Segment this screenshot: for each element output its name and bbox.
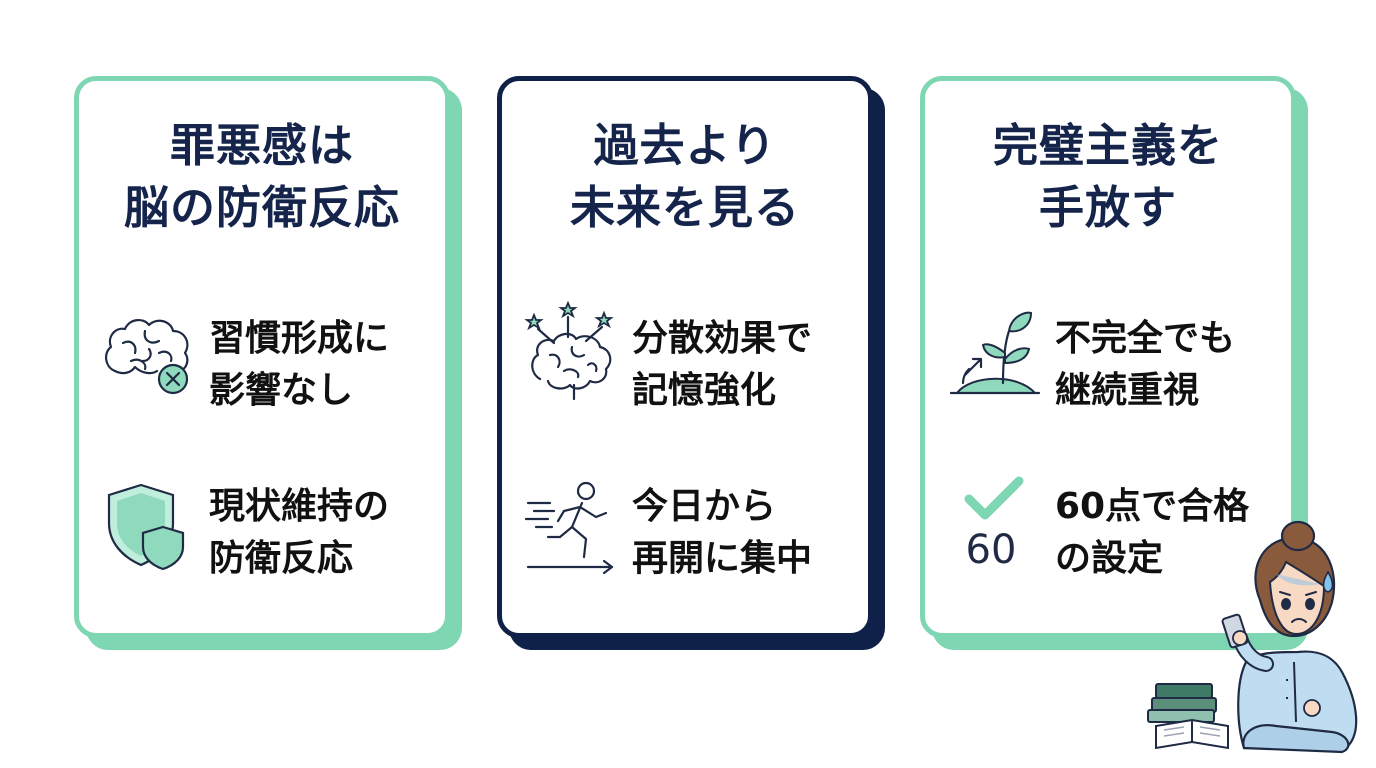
shield-icon <box>101 477 197 577</box>
item-text: 不完全でも 継続重視 <box>1055 318 1236 411</box>
list-item: 分散効果で 記憶強化 <box>524 300 864 419</box>
card-perfectionism: 完璧主義を 手放す 不完全でも 継続重視 60 <box>920 76 1296 638</box>
svg-text:60: 60 <box>966 527 1017 573</box>
card-title: 罪悪感は 脳の防衛反応 <box>123 119 400 234</box>
running-person-icon <box>524 477 620 577</box>
list-item: 60 60点で合格 の設定 <box>947 476 1287 587</box>
list-item: 習慣形成に 影響なし <box>101 309 441 419</box>
item-text: 習慣形成に 影響なし <box>209 318 390 411</box>
card-title: 過去より 未来を見る <box>569 119 800 234</box>
card-guilt: 罪悪感は 脳の防衛反応 習慣形成に 影響なし 現状維持の <box>74 76 450 638</box>
list-item: 今日から 再開に集中 <box>524 477 864 587</box>
books-icon <box>1147 683 1229 750</box>
checkmark-60-icon: 60 <box>947 476 1043 577</box>
item-text: 今日から 再開に集中 <box>632 486 813 579</box>
brain-x-icon <box>101 309 197 409</box>
girl-with-phone-illustration <box>1136 512 1368 762</box>
brain-stars-icon <box>524 300 620 409</box>
card-future: 過去より 未来を見る 分散効果で 記憶強化 <box>497 76 873 638</box>
item-text: 60点で合格 の設定 <box>1055 486 1250 579</box>
list-item: 不完全でも 継続重視 <box>947 309 1287 419</box>
item-text: 分散効果で 記憶強化 <box>632 318 813 411</box>
sprout-icon <box>947 309 1043 409</box>
item-text: 現状維持の 防衛反応 <box>209 486 390 579</box>
card-title: 完璧主義を 手放す <box>992 119 1223 234</box>
list-item: 現状維持の 防衛反応 <box>101 477 441 587</box>
